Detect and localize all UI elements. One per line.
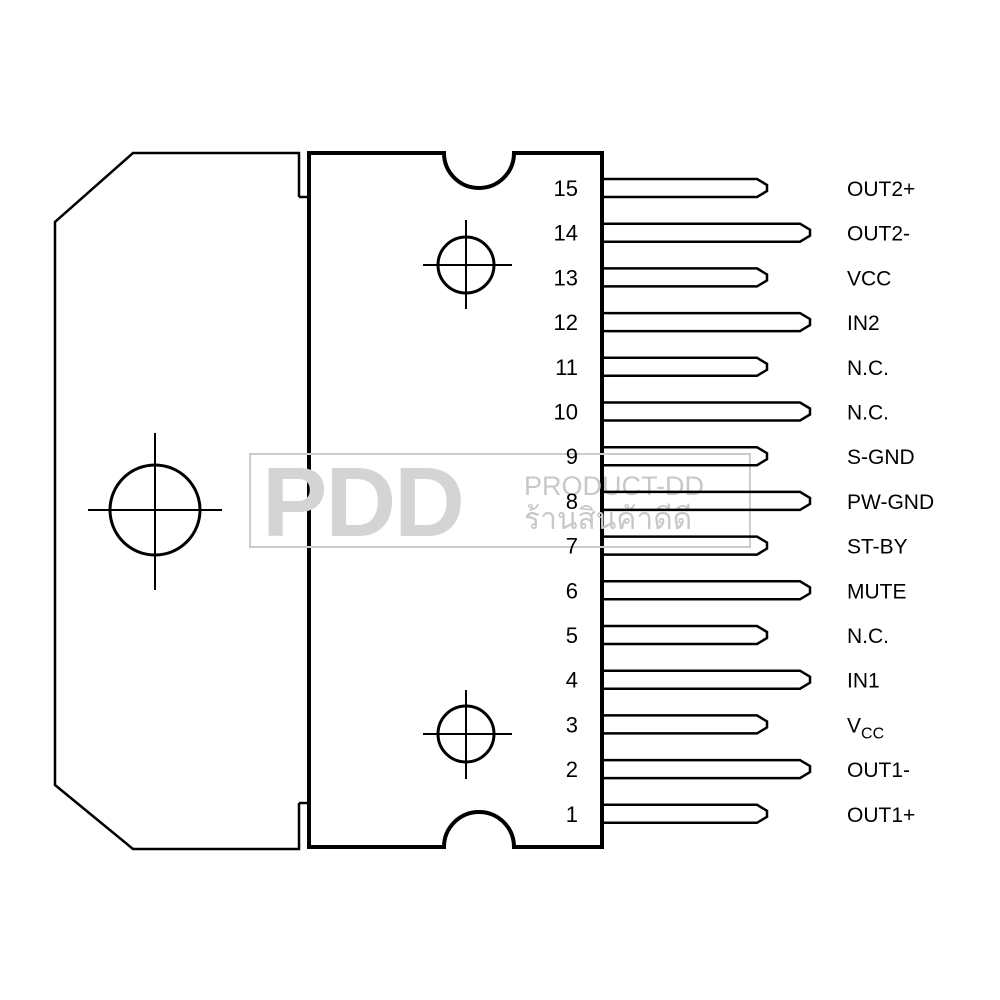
pin-label: IN1 (847, 670, 880, 693)
pin-number: 11 (555, 355, 578, 380)
alignment-mark-top-icon (423, 220, 512, 309)
pin-lead-2 (602, 758, 812, 780)
large-mounting-hole-icon (88, 433, 222, 590)
pin-lead-5 (602, 624, 769, 646)
pin-number: 6 (566, 578, 578, 603)
pin-lead-12 (602, 311, 812, 333)
pin-label: N.C. (847, 625, 889, 648)
pin-label: VCC (847, 267, 891, 290)
pin-label: OUT2- (847, 223, 910, 246)
pin-number: 4 (566, 668, 578, 693)
pin-lead-8 (602, 490, 812, 512)
pin-lead-4 (602, 669, 812, 690)
pin-label: N.C. (847, 402, 889, 425)
pin-label: S-GND (847, 446, 915, 469)
watermark-brand: PRODUCT-DD (524, 471, 704, 501)
pin-lead-15 (602, 177, 769, 199)
pin-number: 15 (554, 176, 578, 201)
pin-lead-13 (602, 267, 769, 288)
pin-number: 7 (566, 534, 578, 559)
pin-lead-1 (602, 803, 769, 825)
pin-label: IN2 (847, 312, 880, 335)
watermark-frame (249, 453, 751, 548)
pin-lead-6 (602, 580, 812, 601)
pin-number: 14 (554, 221, 578, 246)
pin-number: 12 (554, 310, 578, 335)
pin-lead-7 (602, 535, 769, 556)
pin-label: OUT1+ (847, 804, 915, 827)
pin-lead-9 (602, 445, 769, 467)
pin-number: 1 (566, 802, 578, 827)
pin-number: 13 (554, 265, 578, 290)
pin-number: 10 (554, 400, 578, 425)
pin-number: 8 (566, 489, 578, 514)
alignment-mark-bottom-icon (423, 690, 512, 779)
watermark-thai: ร้านสินค้าดีดี (524, 502, 692, 537)
pin-label: MUTE (847, 580, 907, 603)
pin-label: PW-GND (847, 491, 934, 514)
pin-number: 3 (566, 712, 578, 737)
pin-lead-3 (602, 714, 769, 735)
pin-label: ST-BY (847, 536, 908, 559)
pin-label: VCC (847, 714, 884, 742)
pin-number: 2 (566, 757, 578, 782)
pin-label: OUT2+ (847, 178, 915, 201)
package-body (307, 151, 604, 849)
pin-lead-11 (602, 356, 769, 378)
watermark-logo: PDD (262, 447, 463, 557)
heatsink-tab (53, 151, 301, 851)
pin-lead-10 (602, 401, 812, 422)
pin-label: N.C. (847, 357, 889, 380)
pin-number: 5 (566, 623, 578, 648)
pin-label: OUT1- (847, 759, 910, 782)
watermark: PDD PRODUCT-DD ร้านสินค้าดีดี (249, 447, 751, 557)
pin-lead-14 (602, 222, 812, 243)
pin-number: 9 (566, 444, 578, 469)
